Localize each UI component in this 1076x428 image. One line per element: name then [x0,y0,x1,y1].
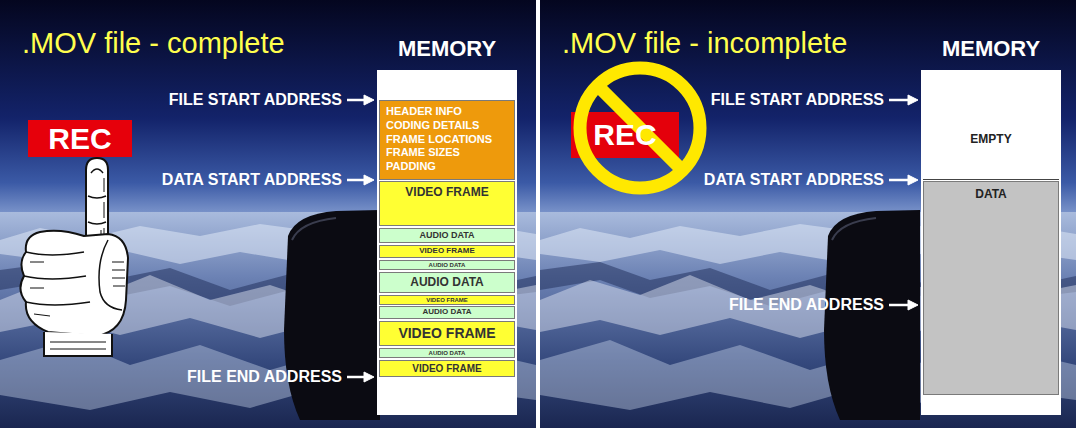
segment-label: VIDEO FRAME [398,326,495,341]
arrow-head [364,372,374,382]
rec-button: REC [571,112,679,158]
label-slot: FILE START ADDRESS [169,89,342,111]
label-slot: DATA START ADDRESS [162,169,342,191]
segment-label: AUDIO DATA [422,308,471,317]
video-frame: VIDEO FRAME [379,321,515,346]
audio-data: AUDIO DATA [379,348,515,358]
arrow-head [364,175,374,185]
video-frame: VIDEO FRAME [379,181,515,226]
hand-fingers [24,252,90,305]
leader-line [889,179,909,182]
memory-map: MEMORY EMPTY DATA [921,34,1061,415]
rec-button: REC [28,120,132,157]
panel-background [540,0,1076,428]
memory-heading: MEMORY [921,34,1061,64]
hand-thumb [99,240,122,310]
address-label: FILE START ADDRESS [169,91,342,108]
audio-data: AUDIO DATA [379,306,515,319]
audio-data: AUDIO DATA [379,228,515,243]
address-label: FILE END ADDRESS [187,368,342,385]
video-frame: VIDEO FRAME [379,245,515,258]
segment-label: VIDEO FRAME [405,186,488,199]
memory-map: MEMORY HEADER INFO CODING DETAILS FRAME L… [377,34,517,415]
address-label: DATA START ADDRESS [704,171,884,188]
leader-line [347,376,365,379]
segment-label: VIDEO FRAME [419,247,475,256]
panel-background [0,0,536,428]
cuff-lines [50,342,106,349]
panel-title: .MOV file - incomplete [562,27,847,59]
arrow-head [908,95,918,105]
segment-label: VIDEO FRAME [412,363,481,374]
video-frame: VIDEO FRAME [379,360,515,377]
leader-line [889,304,909,307]
hand-nail [91,169,103,173]
video-frame: VIDEO FRAME [379,295,515,305]
label-slot: FILE START ADDRESS [711,89,884,111]
data-block: DATA [923,181,1059,395]
audio-data: AUDIO DATA [379,260,515,270]
segment-label: AUDIO DATA [429,350,466,357]
prohibition-sign [580,68,700,188]
segment-label: AUDIO DATA [410,276,484,289]
audio-data: AUDIO DATA [379,272,515,293]
segment-label: AUDIO DATA [429,262,466,269]
address-label: DATA START ADDRESS [162,171,342,188]
segment-label: EMPTY [970,133,1011,146]
memory-heading: MEMORY [377,34,517,64]
memory-column: EMPTY DATA [921,70,1061,415]
segment-label: HEADER INFO CODING DETAILS FRAME LOCATIO… [386,105,500,174]
hand-fist [20,231,128,336]
label-slot: .MOV file - complete [22,26,285,60]
hand-cuff [44,332,112,356]
arrow-head [908,175,918,185]
address-label: FILE END ADDRESS [729,296,884,313]
segment-label: AUDIO DATA [419,231,474,241]
header-block: HEADER INFO CODING DETAILS FRAME LOCATIO… [379,100,515,180]
button-label: REC [593,120,656,150]
memory-column: HEADER INFO CODING DETAILS FRAME LOCATIO… [377,70,517,415]
segment-label: VIDEO FRAME [426,297,468,304]
label-slot: .MOV file - incomplete [562,26,847,60]
address-label: FILE START ADDRESS [711,91,884,108]
pointing-hand [20,158,128,356]
prohibition-ring [580,68,700,188]
hand-hatching [30,262,125,316]
arrow-head [364,95,374,105]
address-arrows [347,95,918,382]
empty-block: EMPTY [923,101,1059,180]
panel-title: .MOV file - complete [22,27,285,59]
label-slot: DATA START ADDRESS [704,169,884,191]
arrow-head [908,300,918,310]
label-slot: FILE END ADDRESS [729,294,884,316]
label-slot: FILE END ADDRESS [187,366,342,388]
hand-joint [88,196,106,224]
button-label: REC [48,124,111,154]
leader-line [347,179,365,182]
leader-line [889,99,909,102]
leader-line [347,99,365,102]
segment-label: DATA [975,188,1007,201]
